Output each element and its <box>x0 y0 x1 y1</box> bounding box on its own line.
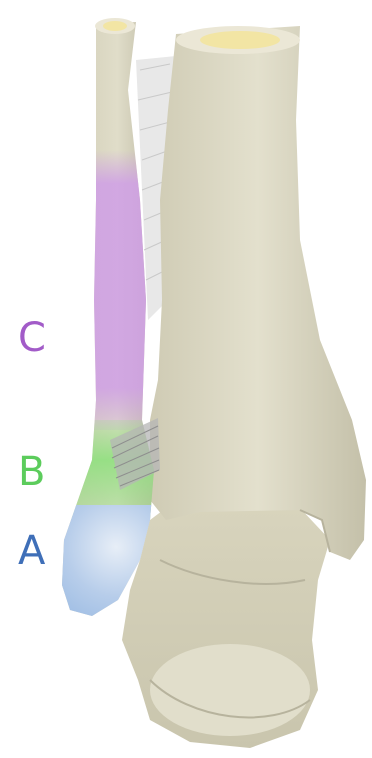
zone-b-label: B <box>18 452 45 492</box>
tibia-bone <box>150 26 366 560</box>
zone-c-label: C <box>18 318 46 358</box>
zone-a-label: A <box>18 531 45 571</box>
talus-bone <box>122 505 330 748</box>
